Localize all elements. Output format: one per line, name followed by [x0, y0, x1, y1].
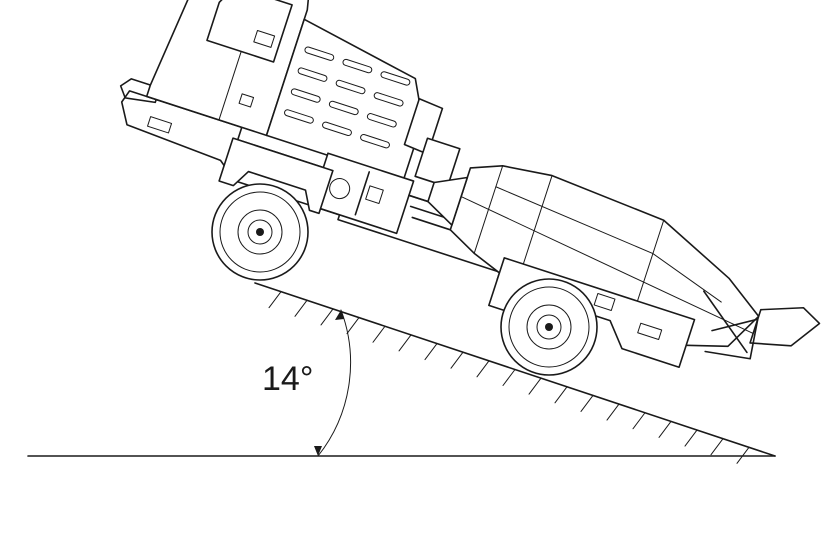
hatch-line — [736, 446, 750, 464]
grille-slot — [366, 113, 397, 128]
rear-wheel — [500, 278, 598, 376]
slope-hatching — [268, 291, 750, 464]
front-light — [147, 116, 173, 134]
drum-axis — [460, 196, 754, 334]
hatch-line — [502, 369, 516, 386]
mixer-truck — [119, 0, 821, 369]
rear-light — [637, 322, 663, 341]
tank-lever — [354, 171, 371, 216]
tank-cap — [365, 185, 384, 204]
hatch-line — [554, 386, 568, 404]
front-fender — [218, 137, 334, 215]
grille-slot — [297, 67, 328, 82]
hatch-line — [476, 360, 490, 378]
grille-slot — [380, 71, 411, 86]
angle-label: 14° — [262, 360, 313, 398]
grille-slot — [322, 121, 352, 137]
grille-slot — [342, 58, 373, 74]
grille-slot — [328, 100, 359, 116]
engine-grille — [284, 46, 411, 149]
grille-slot — [284, 109, 314, 124]
engine-cage — [265, 18, 424, 181]
grille-slot — [360, 133, 390, 149]
cab-door-line — [218, 50, 242, 121]
grille-slot — [290, 88, 321, 103]
hatch-line — [632, 412, 646, 430]
control-box — [414, 137, 461, 188]
angle-arrow-top — [335, 310, 344, 320]
hatch-line — [528, 377, 542, 395]
hatch-line — [450, 351, 464, 369]
rear-badge — [593, 293, 616, 311]
drum-rail — [495, 186, 722, 303]
grille-slot — [335, 79, 366, 95]
hatch-line — [710, 438, 724, 456]
angle-arc — [317, 309, 352, 457]
hatch-line — [268, 291, 282, 309]
hatch-line — [346, 317, 360, 335]
hatch-line — [294, 299, 308, 317]
hatch-line — [684, 429, 698, 447]
angle-label-bg — [258, 356, 328, 396]
cab-window — [206, 0, 293, 63]
hatch-line — [606, 403, 620, 421]
mirror — [253, 29, 276, 48]
hatch-line — [580, 394, 594, 412]
rear-frame — [704, 318, 759, 360]
hatch-line — [424, 343, 438, 361]
grille-slot — [373, 92, 404, 107]
hatch-line — [320, 308, 334, 326]
discharge-chute — [749, 306, 821, 347]
cab — [145, 0, 310, 137]
hatch-line — [372, 325, 386, 343]
hatch-line — [658, 420, 672, 438]
front-wheel — [211, 183, 309, 281]
cab-badge — [238, 93, 255, 108]
drum-front-cone — [427, 176, 469, 226]
tank-gauge — [329, 178, 351, 200]
angle-arrow-bottom — [314, 446, 322, 456]
grille-slot — [304, 46, 335, 61]
rear-strut — [702, 290, 748, 354]
hatch-line — [398, 334, 412, 352]
mixer-drum — [449, 165, 760, 348]
